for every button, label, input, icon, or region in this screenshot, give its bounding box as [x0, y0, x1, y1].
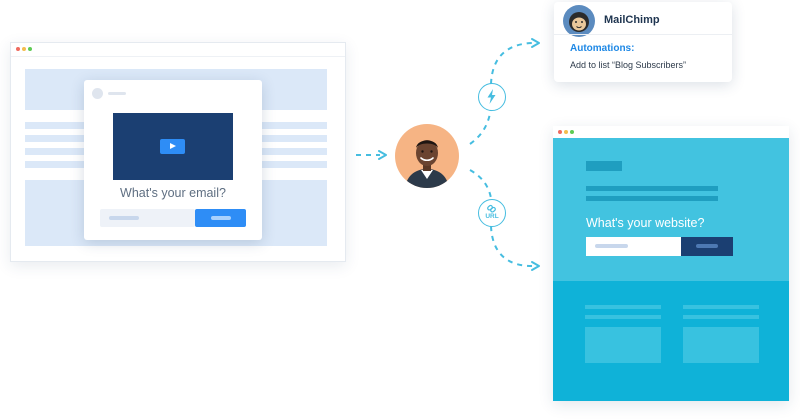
email-input[interactable] [100, 209, 195, 227]
content-line [683, 305, 759, 309]
website-submit-label-placeholder [696, 244, 718, 248]
window-chrome-bar [11, 43, 345, 57]
play-icon[interactable] [160, 139, 185, 154]
link-icon [487, 204, 496, 213]
content-card [683, 327, 759, 363]
website-hero: What's your website? [553, 138, 789, 281]
maximize-dot [570, 130, 574, 134]
website-url-input[interactable] [586, 237, 681, 256]
minimize-dot [564, 130, 568, 134]
website-question: What's your website? [586, 216, 705, 230]
content-line [585, 315, 661, 319]
email-popup-modal: What's your email? [84, 80, 262, 240]
popup-title-placeholder [108, 92, 126, 95]
mailchimp-card: MailChimp Automations: Add to list “Blog… [554, 2, 732, 82]
content-card [585, 327, 661, 363]
automation-trigger-badge [478, 83, 506, 111]
chimp-icon [569, 12, 589, 32]
website-input-placeholder [595, 244, 628, 248]
automations-label: Automations: [570, 43, 635, 54]
automation-action: Add to list “Blog Subscribers” [570, 60, 687, 70]
close-dot [558, 130, 562, 134]
minimize-dot [22, 47, 26, 51]
email-submit-label-placeholder [211, 216, 231, 220]
lightning-bolt-icon [487, 89, 496, 104]
site-logo-placeholder [586, 161, 622, 171]
url-label: URL [485, 213, 499, 220]
email-input-placeholder [109, 216, 139, 220]
content-line [683, 315, 759, 319]
window-chrome-bar [553, 126, 789, 138]
mailchimp-logo [563, 5, 595, 37]
email-question: What's your email? [120, 186, 226, 200]
card-divider [554, 34, 732, 35]
video-thumbnail[interactable] [113, 113, 233, 180]
email-submit-button[interactable] [195, 209, 246, 227]
website-content-section [553, 281, 789, 401]
website-window: What's your website? [553, 126, 789, 401]
popup-avatar [92, 88, 103, 99]
content-line [585, 305, 661, 309]
close-dot [16, 47, 20, 51]
mailchimp-title: MailChimp [604, 14, 660, 26]
hero-text-line [586, 196, 718, 201]
person-illustration [405, 140, 449, 188]
visitor-avatar [395, 124, 459, 188]
url-badge: URL [478, 199, 506, 227]
maximize-dot [28, 47, 32, 51]
website-submit-button[interactable] [681, 237, 733, 256]
hero-text-line [586, 186, 718, 191]
arrow-to-person [356, 150, 387, 160]
